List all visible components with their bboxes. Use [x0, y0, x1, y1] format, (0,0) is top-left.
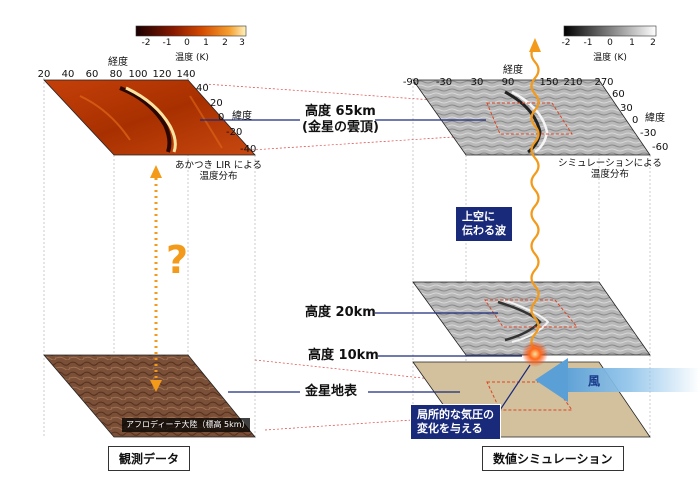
lon-tick: 120: [152, 69, 172, 80]
lat-tick: 30: [620, 103, 633, 114]
colorbar-unit: 温度 (K): [593, 53, 627, 63]
altitude-10km-label: 高度 10km: [308, 348, 379, 363]
wind-arrow: [535, 358, 700, 402]
tick: 0: [607, 38, 613, 48]
lon-tick: 60: [85, 69, 99, 80]
lat-tick: -30: [640, 128, 657, 139]
pressure-change-label: 局所的な気圧の 変化を与える: [410, 404, 501, 440]
tick: 2: [222, 38, 228, 48]
wave-arrowhead: [529, 38, 541, 52]
lat-tick: 60: [612, 89, 625, 100]
tick: -2: [561, 38, 571, 48]
aphrodite-label: アフロディーテ大陸（標高 5km）: [126, 420, 250, 429]
pressure-source: [522, 341, 548, 367]
colorbar-unit: 温度 (K): [175, 53, 209, 63]
lat-tick: 0: [218, 112, 225, 123]
lat-title: 緯度: [232, 111, 252, 122]
lon-tick: -90: [402, 77, 420, 88]
lat-tick: -60: [652, 142, 669, 153]
lon-tick: 100: [128, 69, 148, 80]
tick: -1: [162, 38, 172, 48]
lat-tick: -20: [226, 127, 243, 138]
lon-tick: 90: [501, 77, 515, 88]
tick: 2: [650, 38, 656, 48]
lon-tick: 270: [594, 77, 614, 88]
altitude-20km-label: 高度 20km: [305, 305, 376, 320]
surface-label: 金星地表: [305, 384, 358, 399]
wind-label: 風: [588, 374, 601, 388]
tick: 0: [184, 38, 190, 48]
lon-title: 経度: [108, 57, 128, 68]
lat-tick: 40: [196, 83, 209, 94]
wave-line: [530, 45, 540, 351]
lon-tick: 80: [109, 69, 123, 80]
altitude-65km-label: 高度 65km (金星の雲頂): [302, 104, 379, 136]
lat-tick: 0: [632, 115, 639, 126]
observation-data-label: 観測データ: [108, 446, 191, 471]
lat-tick: 20: [210, 98, 223, 109]
left-temperature-panel: [43, 79, 256, 156]
lon-tick: 20: [37, 69, 51, 80]
lat-title: 緯度: [645, 113, 665, 124]
right-20km-panel: [412, 281, 651, 356]
lon-title: 経度: [503, 65, 523, 76]
lon-tick: 150: [539, 77, 559, 88]
lon-tick: 40: [61, 69, 75, 80]
wave-propagation-label: 上空に 伝わる波: [455, 206, 513, 242]
right-caption: シミュレーションによる 温度分布: [558, 158, 662, 181]
lon-tick: 210: [563, 77, 583, 88]
numerical-simulation-label: 数値シミュレーション: [482, 446, 624, 471]
lon-tick: 140: [176, 69, 196, 80]
question-mark: ?: [166, 238, 189, 282]
left-surface-panel: [43, 354, 256, 438]
lon-tick: 30: [470, 77, 484, 88]
tick: 1: [203, 38, 209, 48]
tick: 1: [629, 38, 635, 48]
tick: -2: [141, 38, 151, 48]
colorbar-gray: [563, 25, 657, 37]
colorbar-heat: [135, 25, 247, 37]
lon-tick: -30: [435, 77, 453, 88]
tick: -1: [583, 38, 593, 48]
tick: 3: [239, 38, 245, 48]
left-caption: あかつき LIR による 温度分布: [175, 160, 262, 183]
lat-tick: -40: [240, 144, 257, 155]
